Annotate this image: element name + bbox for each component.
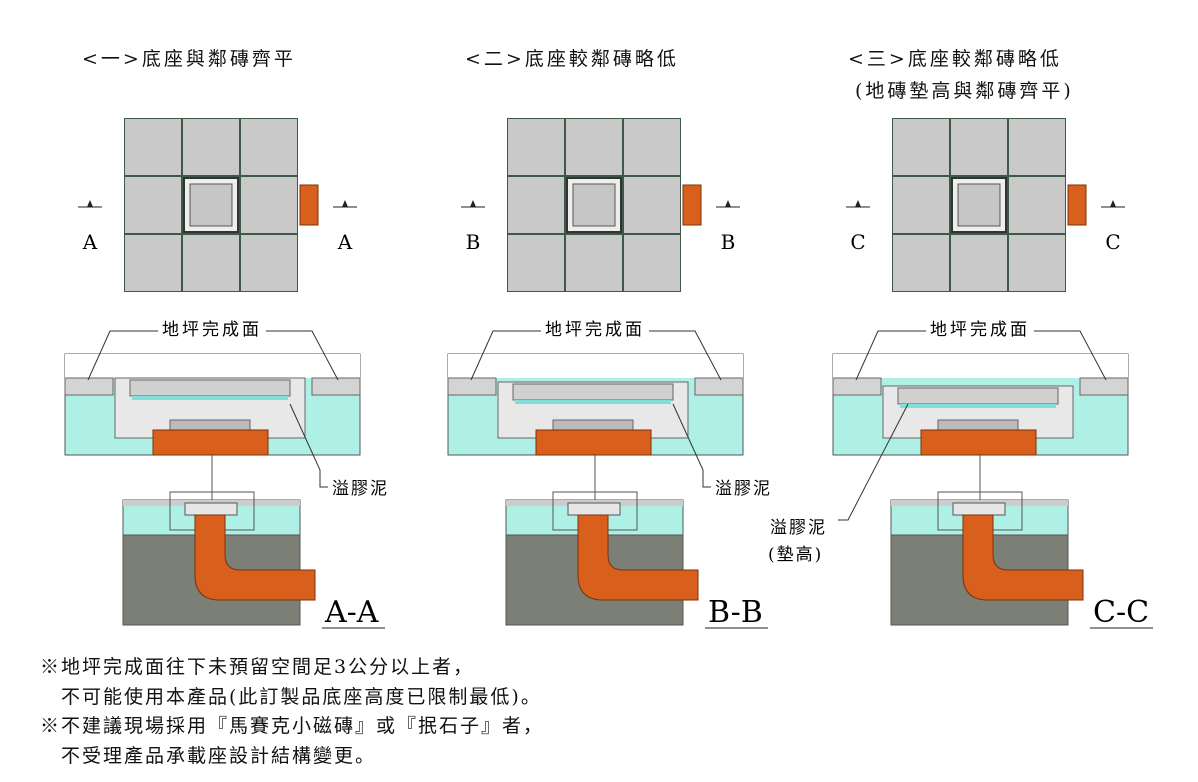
section-arrow-icon <box>87 200 93 207</box>
floor-tile <box>1009 235 1065 291</box>
pipe-section <box>152 429 269 456</box>
section-marker-label: B <box>466 230 481 254</box>
lower-drain-body <box>567 502 621 516</box>
floor-tile <box>241 235 297 291</box>
section-arrow-icon <box>855 200 861 207</box>
panel-1-title: <一>底座與鄰磚齊平 <box>82 48 296 70</box>
floor-finish-label: 地坪完成面 <box>545 320 645 340</box>
drain-tile-insert <box>512 383 674 401</box>
tile-right <box>1079 377 1129 396</box>
section-marker-label: C <box>850 230 865 254</box>
section-marker-label: A <box>337 230 353 254</box>
drain-cover <box>572 183 616 227</box>
floor-tile <box>893 119 949 175</box>
drain-tile-insert <box>897 387 1059 405</box>
floor-tile <box>624 177 680 233</box>
section-title: A-A <box>324 595 379 630</box>
panel-3: C C 地坪完成面 C-C 溢膠泥 (墊高) <box>768 118 1153 630</box>
floor-tile <box>1009 177 1065 233</box>
lower-drain-body <box>952 502 1006 516</box>
grout-leader-line <box>289 403 328 488</box>
elbow-pipe <box>962 514 1084 601</box>
floor-tile <box>508 235 564 291</box>
floor-tile <box>893 235 949 291</box>
floor-finish-label: 地坪完成面 <box>930 320 1030 340</box>
floor-tile <box>183 119 239 175</box>
lower-drain-body <box>184 502 238 516</box>
section-title: B-B <box>708 595 763 630</box>
grout-leader-line <box>672 403 711 488</box>
tile-left <box>64 377 114 396</box>
tile-right <box>311 377 361 396</box>
floor-tile <box>1009 119 1065 175</box>
floor-finish-label: 地坪完成面 <box>162 320 262 340</box>
grout-layer <box>900 404 1056 408</box>
grout-leader-line <box>838 403 909 521</box>
section-arrow-icon <box>470 200 476 207</box>
grout-layer <box>515 400 671 404</box>
pipe-stub <box>1067 184 1087 226</box>
pipe-stub <box>682 184 702 226</box>
grout-layer <box>132 396 288 400</box>
floor-tile <box>125 235 181 291</box>
section-title: C-C <box>1093 595 1149 630</box>
grout-label: 溢膠泥 <box>770 518 827 538</box>
floor-tile <box>508 177 564 233</box>
floor-tile <box>125 177 181 233</box>
drain-cover <box>957 183 1001 227</box>
tile-right <box>694 377 744 396</box>
floor-tile <box>183 235 239 291</box>
floor-tile <box>241 119 297 175</box>
panel-3-subtitle: (地磚墊高與鄰磚齊平) <box>855 80 1074 102</box>
leader-line <box>855 330 1107 381</box>
elbow-pipe <box>194 514 316 601</box>
pipe-section <box>535 429 652 456</box>
floor-tile <box>508 119 564 175</box>
grout-label: 溢膠泥 <box>332 479 389 499</box>
section-marker-label: B <box>721 230 736 254</box>
panel-3-title: <三>底座較鄰磚略低 <box>848 48 1062 70</box>
floor-tile <box>624 235 680 291</box>
floor-tile <box>566 235 622 291</box>
note-2: 不可能使用本產品(此訂製品底座高度已限制最低)。 <box>40 686 542 708</box>
floor-tile <box>893 177 949 233</box>
finish-layer <box>448 354 743 378</box>
note-3: ※不建議現場採用『馬賽克小磁磚』或『抿石子』者， <box>40 715 545 737</box>
finish-layer <box>65 354 360 378</box>
pipe-stub <box>299 184 319 226</box>
tile-left <box>832 377 882 396</box>
floor-tile <box>566 119 622 175</box>
section-arrow-icon <box>725 200 731 207</box>
note-1: ※地坪完成面往下未預留空間足3公分以上者， <box>40 656 475 678</box>
floor-tile <box>951 119 1007 175</box>
section-marker-label: C <box>1105 230 1120 254</box>
floor-tile <box>951 235 1007 291</box>
pipe-section <box>920 429 1037 456</box>
floor-tile <box>241 177 297 233</box>
drain-tile-insert <box>129 379 291 397</box>
note-4: 不受理產品承載座設計結構變更。 <box>40 745 377 767</box>
grout-label: 溢膠泥 <box>715 479 772 499</box>
panel-1: A A 地坪完成面 A-A 溢膠泥 <box>64 118 389 630</box>
finish-layer <box>833 354 1128 378</box>
floor-tile <box>125 119 181 175</box>
elbow-pipe <box>577 514 699 601</box>
section-arrow-icon <box>1110 200 1116 207</box>
leader-line <box>87 330 339 381</box>
section-marker-label: A <box>82 230 98 254</box>
tile-left <box>447 377 497 396</box>
grout-sublabel: (墊高) <box>768 545 823 565</box>
leader-line <box>470 330 722 381</box>
section-arrow-icon <box>342 200 348 207</box>
panel-2: B B 地坪完成面 B-B 溢膠泥 <box>447 118 772 630</box>
panel-2-title: <二>底座較鄰磚略低 <box>465 48 679 70</box>
floor-tile <box>624 119 680 175</box>
drain-cover <box>189 183 233 227</box>
